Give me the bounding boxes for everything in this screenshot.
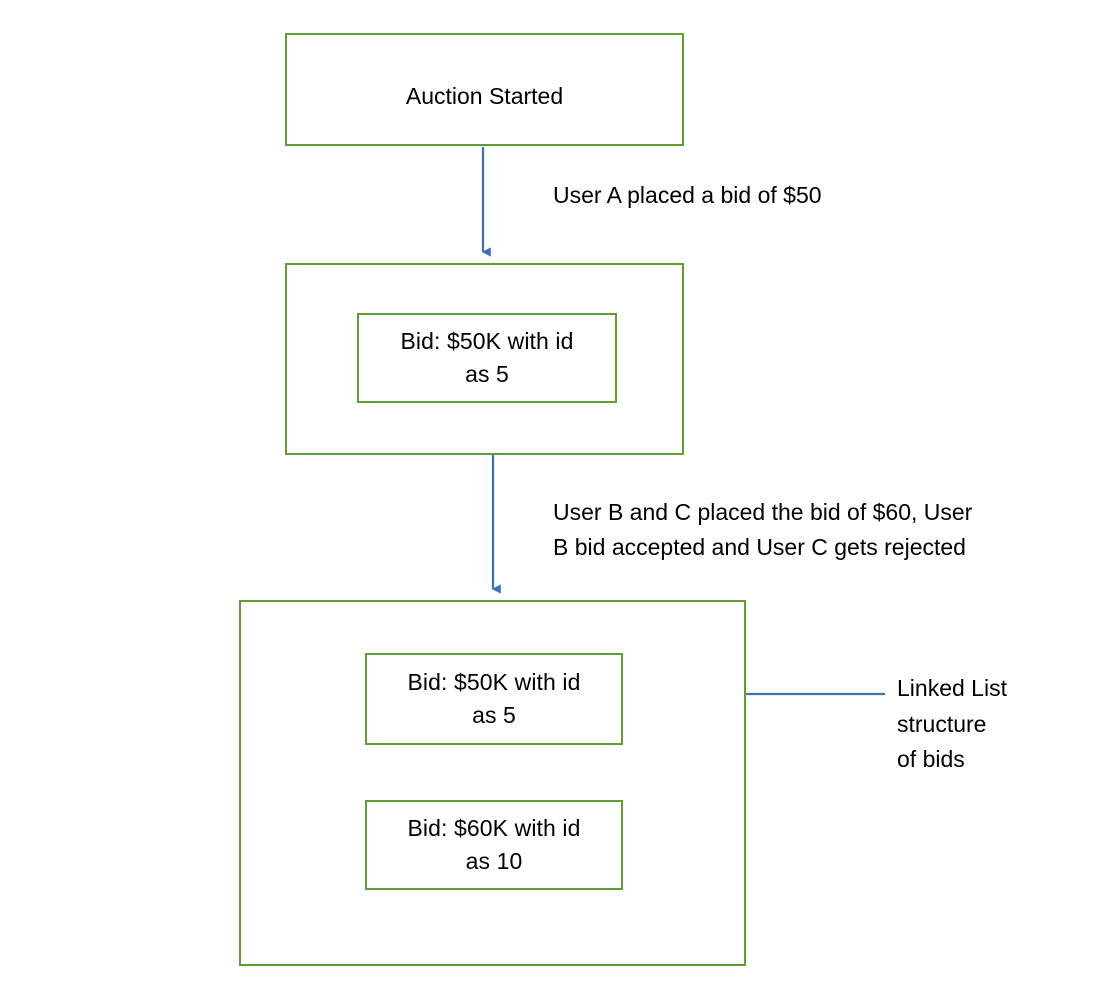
edge-label-first-bid: User A placed a bid of $50 xyxy=(553,182,822,208)
auction-started-box[interactable] xyxy=(285,33,684,146)
annotation-linked-list: Linked List structure of bids xyxy=(897,675,1007,773)
bid-node-50k-state-one[interactable]: Bid: $50K with id as 5 xyxy=(357,313,617,403)
edge-label-second-bid: User B and C placed the bid of $60, User… xyxy=(553,499,973,560)
bid-node-60k-state-two-label: Bid: $60K with id as 10 xyxy=(407,815,581,874)
bid-node-50k-state-one-label: Bid: $50K with id as 5 xyxy=(400,328,574,387)
bid-node-50k-state-two-label: Bid: $50K with id as 5 xyxy=(407,669,581,728)
bid-node-60k-state-two[interactable]: Bid: $60K with id as 10 xyxy=(365,800,623,890)
auction-started-label: Auction Started xyxy=(405,83,564,109)
bid-node-50k-state-two[interactable]: Bid: $50K with id as 5 xyxy=(365,653,623,745)
